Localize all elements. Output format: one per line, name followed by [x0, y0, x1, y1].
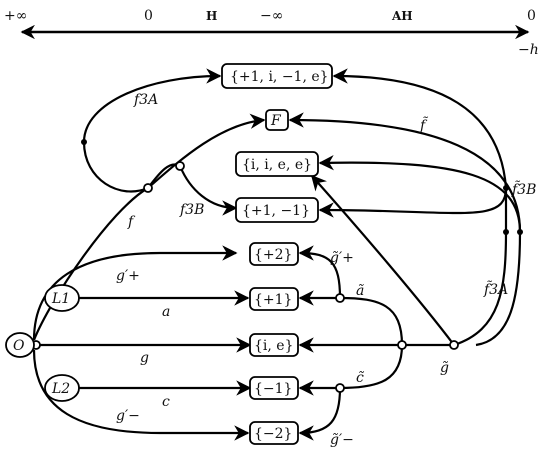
node-O [5, 332, 35, 358]
box-m2 [249, 421, 299, 445]
label-gm-tilde: g̃′− [330, 432, 354, 448]
axis-zero-right: 0 [527, 8, 536, 24]
box-pm1 [235, 197, 319, 223]
box-ie [249, 333, 299, 357]
axis-minus-infinity: −∞ [260, 8, 283, 24]
box-p2 [249, 242, 299, 266]
edge-gp-tilde [298, 245, 342, 299]
label-a-tilde: ã [356, 283, 364, 299]
label-gp: g′+ [116, 268, 140, 284]
edge-gp [32, 245, 238, 341]
junction-circle [175, 161, 185, 171]
axis-plus-infinity: +∞ [4, 8, 27, 24]
label-c: c [162, 394, 170, 410]
label-gp-tilde: g̃′+ [330, 250, 354, 266]
box-p1 [249, 287, 299, 311]
junction-circle [397, 340, 407, 350]
junction-dot [503, 185, 509, 191]
axis-h-label: H [206, 9, 217, 23]
axis-ah-label: AH [391, 9, 413, 23]
label-c-tilde: c̃ [356, 370, 364, 386]
junction-circle [449, 340, 459, 350]
junction-circle [143, 183, 153, 193]
box-p2-label: {+2} [254, 247, 292, 263]
label-g: g [140, 350, 149, 366]
edge-ftilde [288, 112, 522, 233]
label-ftilde: f̃ [419, 116, 428, 134]
junction-dot [503, 229, 509, 235]
label-f3A-tilde: f̃3A [483, 280, 508, 298]
box-pm1-label: {+1, −1} [242, 203, 310, 219]
box-ie-label: {i, e} [254, 338, 293, 354]
axis-minus-h: −h [518, 42, 539, 58]
edge-ctilde [298, 344, 404, 396]
node-O-label: O [13, 338, 25, 354]
box-top-label: {+1, i, −1, e} [230, 69, 329, 85]
junction-circle [335, 383, 345, 393]
box-top [221, 63, 333, 89]
node-L2 [44, 374, 80, 402]
box-iiee [235, 151, 319, 177]
box-p1-label: {+1} [254, 292, 292, 308]
label-f3B-tilde: f̃3B [511, 180, 536, 198]
edge-f3B [178, 165, 238, 216]
box-iiee-label: {i, i, e, e} [242, 157, 312, 173]
box-F-label: F [270, 113, 282, 129]
box-m2-label: {−2} [254, 426, 292, 442]
label-f3A: f3A [133, 92, 158, 108]
junction-circle [335, 293, 345, 303]
label-f: f [127, 214, 136, 230]
edge-f3A [82, 68, 222, 193]
box-F [265, 109, 289, 131]
edge-gtilde-to-iiee [310, 174, 455, 346]
node-L1-label: L1 [51, 291, 70, 307]
edge-gm-tilde [298, 387, 342, 441]
label-f3B: f3B [179, 202, 204, 218]
edge-to-pm1 [318, 187, 508, 218]
junction-dot [517, 229, 523, 235]
box-m1 [249, 376, 299, 400]
edge-atilde [298, 290, 404, 346]
junction-dot [81, 139, 87, 145]
label-gm: g′− [116, 408, 140, 424]
node-L1 [44, 284, 80, 312]
edge-right-connector [453, 188, 508, 347]
edge-gm [32, 349, 250, 441]
label-a: a [162, 304, 170, 320]
edge-to-iiee [318, 155, 522, 233]
axis-zero-left: 0 [144, 8, 153, 24]
box-m1-label: {−1} [254, 381, 292, 397]
edge-right-connector-2 [475, 231, 522, 347]
node-L2-label: L2 [51, 381, 70, 397]
label-g-tilde: g̃ [440, 360, 449, 376]
edge-f3B-tilde-top [332, 68, 508, 189]
